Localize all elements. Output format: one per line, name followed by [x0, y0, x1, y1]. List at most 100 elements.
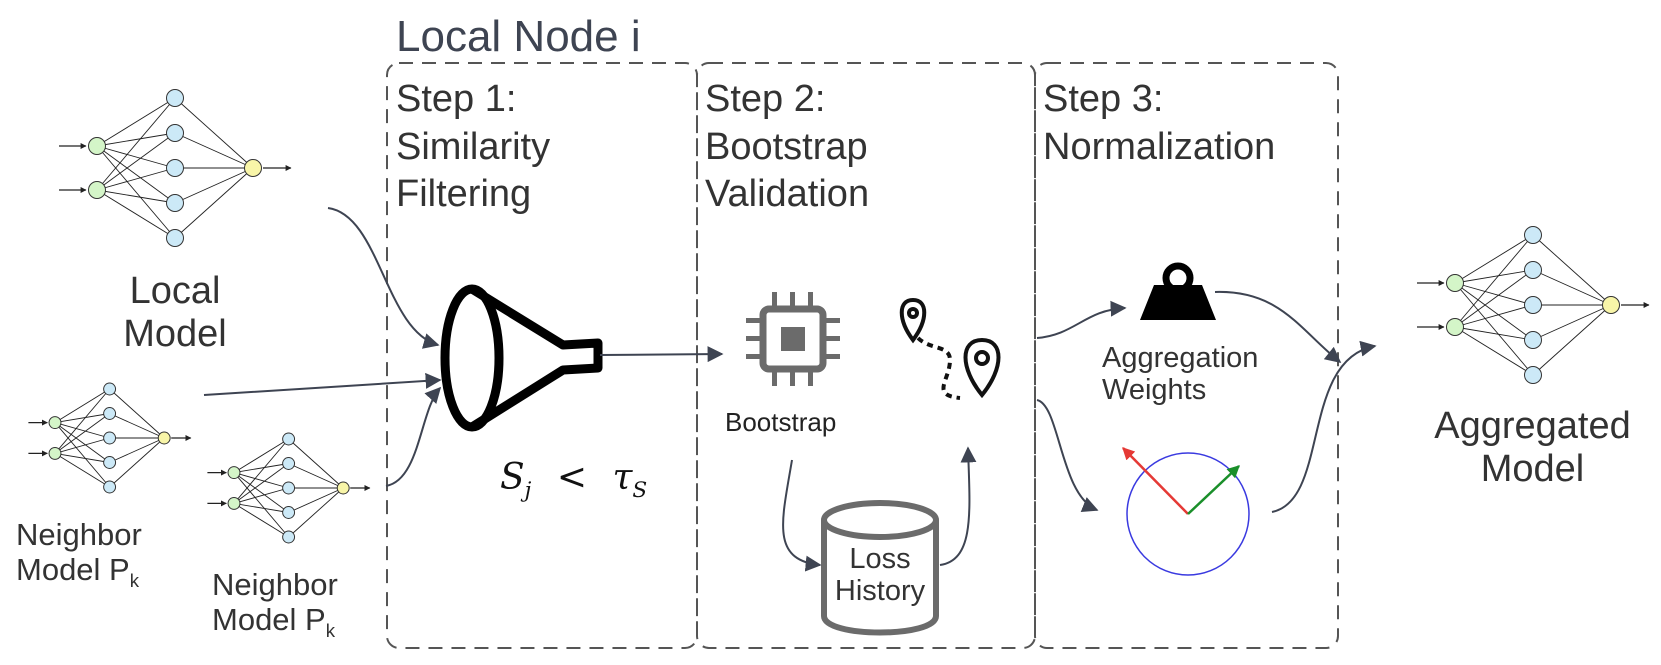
nn-input-node — [88, 137, 106, 155]
nn-edge — [96, 189, 176, 204]
nn-edge — [233, 463, 289, 504]
nn-edge — [174, 132, 254, 169]
neighbor-b-line1: Neighbor — [212, 567, 338, 602]
nn-edge — [288, 463, 344, 489]
local-model-label: Local Model — [100, 270, 250, 355]
nn-edge — [54, 453, 110, 488]
nn-edge — [1454, 269, 1534, 328]
nn-input-node — [1446, 274, 1464, 292]
nn-hidden-node — [282, 481, 296, 495]
aggregated-line1: Aggregated — [1434, 405, 1631, 447]
neighbor-model-b-label: Neighbor Model Pk — [212, 567, 338, 642]
nn-output-node — [244, 159, 262, 177]
nn-edge — [1532, 304, 1612, 376]
nn-edge — [54, 413, 110, 454]
neighbor-a-sub: k — [129, 569, 140, 591]
nn-edge — [109, 388, 165, 439]
nn-input-node — [88, 181, 106, 199]
nn-edge — [54, 388, 110, 423]
nn-edge — [109, 413, 165, 439]
formula-rhs: τ — [612, 457, 633, 498]
formula-lhs: S — [500, 457, 525, 498]
database-icon — [821, 500, 939, 636]
nn-hidden-node — [103, 407, 117, 420]
nn-edge — [1454, 326, 1534, 341]
step2-line2: Bootstrap — [705, 125, 868, 168]
similarity-formula: Sj < τS — [500, 457, 648, 504]
chip-icon — [746, 292, 840, 386]
nn-edge — [288, 487, 344, 538]
weight-icon — [1140, 262, 1216, 320]
step1-line2: Similarity — [396, 125, 551, 168]
route-pin-icon — [899, 297, 1001, 400]
nn-hidden-node — [282, 432, 296, 446]
nn-edge — [1532, 304, 1612, 341]
nn-edge — [1454, 304, 1534, 328]
nn-edge — [54, 422, 110, 439]
nn-edge — [174, 97, 254, 169]
neighbor-b-sub: k — [325, 619, 336, 641]
nn-output-node — [336, 481, 350, 495]
nn-output-node — [157, 431, 171, 445]
nn-hidden-node — [166, 229, 184, 247]
step2-line3: Validation — [705, 173, 870, 215]
neighbor-a-line2: Model P — [16, 551, 130, 587]
nn-edge — [233, 487, 289, 504]
nn-hidden-node — [166, 194, 184, 212]
arrow-to-circle — [1036, 399, 1099, 512]
formula-lhs-sub: j — [524, 478, 532, 504]
neighbor-model-b-network — [207, 432, 371, 544]
nn-input-node — [1446, 318, 1464, 336]
nn-edge — [233, 472, 289, 513]
nn-edge — [96, 145, 176, 204]
nn-input-node — [48, 446, 62, 460]
nn-edge — [233, 472, 289, 538]
arrow-neighbor-a-to-funnel — [203, 372, 442, 396]
nn-edge — [109, 437, 165, 488]
nn-edge — [233, 503, 289, 538]
arrow-loss-to-route — [939, 446, 977, 566]
bootstrap-label: Bootstrap — [725, 407, 837, 437]
nn-hidden-node — [1524, 296, 1542, 314]
unit-circle-icon — [1122, 447, 1250, 576]
aggregation-weights-line1: Aggregation — [1102, 342, 1259, 374]
step3-line1: Step 3: — [1043, 78, 1164, 120]
nn-edge — [96, 97, 176, 147]
nn-hidden-node — [282, 530, 296, 544]
nn-edge — [96, 189, 176, 239]
step3-line2: Normalization — [1043, 125, 1276, 168]
nn-edge — [174, 167, 254, 239]
nn-edge — [1454, 326, 1534, 376]
neighbor-model-a-label: Neighbor Model Pk — [16, 517, 142, 592]
nn-edge — [96, 145, 176, 239]
arrow-bootstrap-to-loss — [782, 459, 822, 572]
nn-edge — [1532, 234, 1612, 306]
nn-edge — [288, 438, 344, 489]
step2-label: Step 2: Bootstrap Validation — [705, 76, 869, 219]
local-model-line1: Local — [129, 270, 221, 312]
flow-arrows — [203, 207, 1377, 572]
nn-hidden-node — [103, 480, 117, 494]
nn-edge — [233, 502, 289, 513]
nn-edge — [54, 437, 110, 454]
nn-edge — [54, 413, 110, 424]
step3-label: Step 3: Normalization — [1043, 76, 1275, 171]
neighbor-model-a-network — [28, 382, 192, 494]
aggregation-weights-line2: Weights — [1102, 374, 1207, 407]
nn-edge — [1454, 282, 1534, 306]
nn-edge — [96, 145, 176, 169]
nn-edge — [174, 167, 254, 204]
nn-edge — [1454, 282, 1534, 376]
nn-edge — [96, 132, 176, 147]
nn-edge — [1532, 269, 1612, 306]
nn-edge — [233, 463, 289, 474]
nn-hidden-node — [166, 124, 184, 142]
nn-edge — [1454, 282, 1534, 341]
nn-edge — [54, 388, 110, 454]
step1-line1: Step 1: — [396, 78, 517, 120]
formula-rhs-sub: S — [632, 478, 648, 504]
node-title: Local Node i — [396, 12, 641, 61]
nn-hidden-node — [282, 457, 296, 470]
nn-edge — [1454, 234, 1534, 328]
